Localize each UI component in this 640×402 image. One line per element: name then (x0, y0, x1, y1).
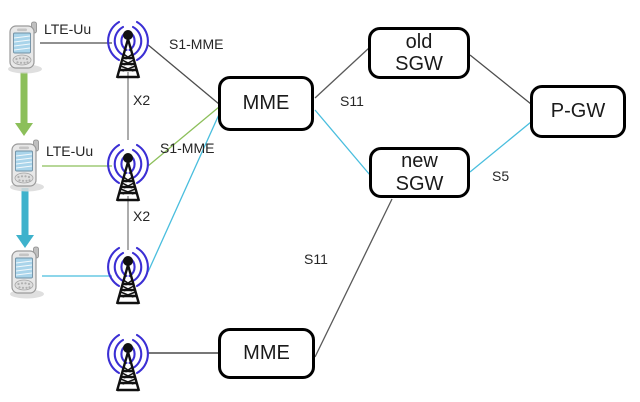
mobile-phone-icon-ue-1 (4, 20, 46, 74)
edge-label-label-s5: S5 (492, 168, 510, 184)
edge-label-label-s11-bottom: S11 (304, 251, 328, 267)
cell-tower-icon-enb-4 (97, 325, 159, 393)
node-label-primary: MME (242, 92, 290, 115)
edge-s1-mme-2 (147, 106, 220, 167)
mobile-phone-icon-ue-2 (6, 138, 48, 192)
node-label-primary: new (401, 150, 438, 173)
node-label-primary: P-GW (550, 100, 606, 123)
edge-label-label-lte-uu-2: LTE-Uu (46, 143, 94, 159)
node-p-gw[interactable]: P-GW (530, 85, 626, 138)
cell-tower-icon-enb-2 (97, 135, 159, 203)
mobile-phone-icon-ue-3 (6, 245, 48, 299)
edge-s11-new (314, 109, 371, 176)
cell-tower-icon-enb-1 (97, 12, 159, 80)
arrow-ue-move-green (15, 72, 33, 136)
edge-s5-new (469, 121, 532, 173)
edge-s5-old (469, 54, 532, 105)
node-label-primary: old (405, 30, 433, 53)
edge-s11-bottom (314, 198, 393, 358)
node-label-secondary: SGW (395, 172, 444, 195)
edge-s1-mme-3 (147, 109, 222, 273)
edge-label-label-s11-top: S11 (340, 93, 364, 109)
cell-tower-icon-enb-3 (97, 238, 159, 306)
node-mme-top[interactable]: MME (218, 76, 314, 131)
node-label-primary: MME (243, 342, 290, 365)
node-label-secondary: SGW (395, 53, 443, 75)
arrow-ue-move-blue (16, 188, 34, 248)
edge-s11-old (314, 47, 370, 99)
edge-label-label-s1-mme-2: S1-MME (160, 140, 215, 156)
edge-label-label-lte-uu-1: LTE-Uu (44, 21, 92, 37)
edge-label-label-s1-mme-1: S1-MME (169, 36, 224, 52)
edge-s1-mme-1 (146, 43, 220, 105)
node-mme-bottom[interactable]: MME (218, 328, 315, 379)
edge-label-label-x2-lower: X2 (133, 208, 151, 224)
edge-label-label-x2-upper: X2 (133, 92, 151, 108)
